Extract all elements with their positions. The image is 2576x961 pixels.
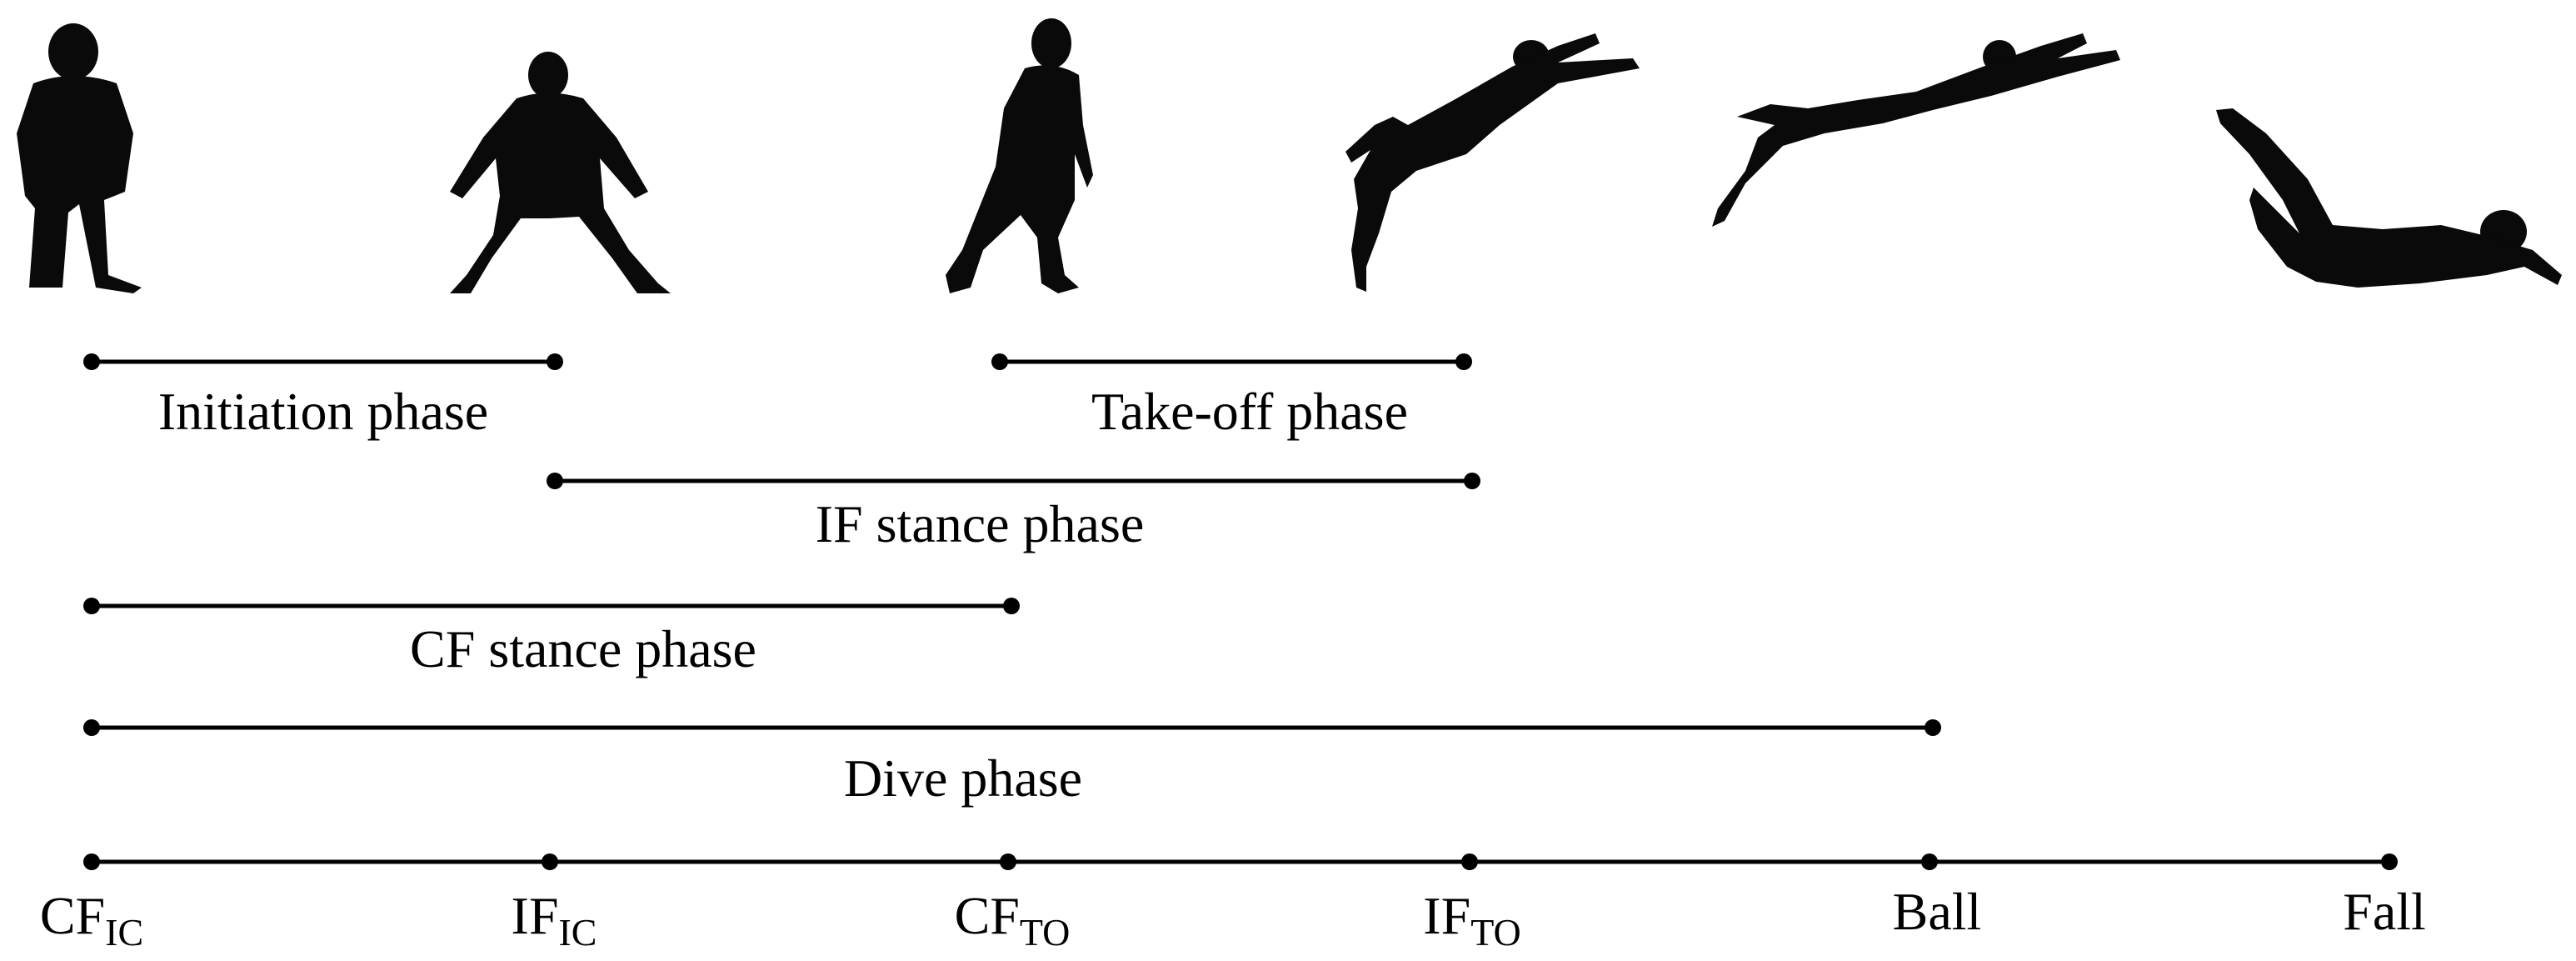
phase-if-stance-label: IF stance phase — [816, 494, 1145, 553]
phase-initiation-label: Initiation phase — [158, 382, 488, 441]
phase-initiation-end-dot — [547, 353, 563, 370]
figures-row — [17, 18, 2562, 293]
goalkeeper-landing-icon — [2216, 108, 2562, 288]
phase-if-stance-end-dot — [1464, 473, 1480, 489]
event-dot-ball — [1921, 853, 1938, 870]
phase-dive-label: Dive phase — [844, 748, 1082, 808]
event-dot-if-ic — [542, 853, 558, 870]
phase-cf-stance-start-dot — [83, 598, 100, 614]
phase-takeoff: Take-off phase — [991, 353, 1472, 441]
phase-cf-stance-end-dot — [1003, 598, 1020, 614]
phase-dive-start-dot — [83, 719, 100, 736]
phase-if-stance-start-dot — [547, 473, 563, 489]
phase-dive: Dive phase — [83, 719, 1941, 808]
event-label-if-ic: IFIC — [512, 886, 597, 953]
phase-cf-stance: CF stance phase — [83, 598, 1020, 678]
goalkeeper-wide-stance-icon — [450, 52, 671, 293]
goalkeeper-ready-stance-icon — [17, 23, 142, 293]
phase-takeoff-end-dot — [1455, 353, 1472, 370]
phase-if-stance: IF stance phase — [547, 473, 1480, 553]
event-dot-cf-ic — [83, 853, 100, 870]
event-dot-fall — [2381, 853, 2398, 870]
phase-initiation-start-dot — [83, 353, 100, 370]
event-label-cf-to: CFTO — [955, 886, 1071, 953]
event-label-fall: Fall — [2343, 882, 2426, 941]
phase-initiation: Initiation phase — [83, 353, 563, 441]
event-label-cf-ic: CFIC — [40, 886, 143, 953]
event-dot-cf-to — [1000, 853, 1016, 870]
event-dot-if-to — [1461, 853, 1478, 870]
phase-dive-end-dot — [1925, 719, 1941, 736]
goalkeeper-flight-icon — [1712, 33, 2120, 227]
phase-takeoff-label: Take-off phase — [1091, 382, 1408, 441]
event-label-ball: Ball — [1893, 882, 1982, 941]
phase-cf-stance-label: CF stance phase — [410, 619, 756, 678]
phase-takeoff-start-dot — [991, 353, 1008, 370]
event-timeline: CFIC IFIC CFTO IFTO Ball Fall — [40, 853, 2426, 953]
event-label-if-to: IFTO — [1423, 886, 1520, 953]
goalkeeper-takeoff-icon — [1345, 33, 1640, 292]
goalkeeper-stepping-icon — [946, 18, 1093, 293]
phase-bars: Initiation phase Take-off phase IF stanc… — [83, 353, 1941, 808]
